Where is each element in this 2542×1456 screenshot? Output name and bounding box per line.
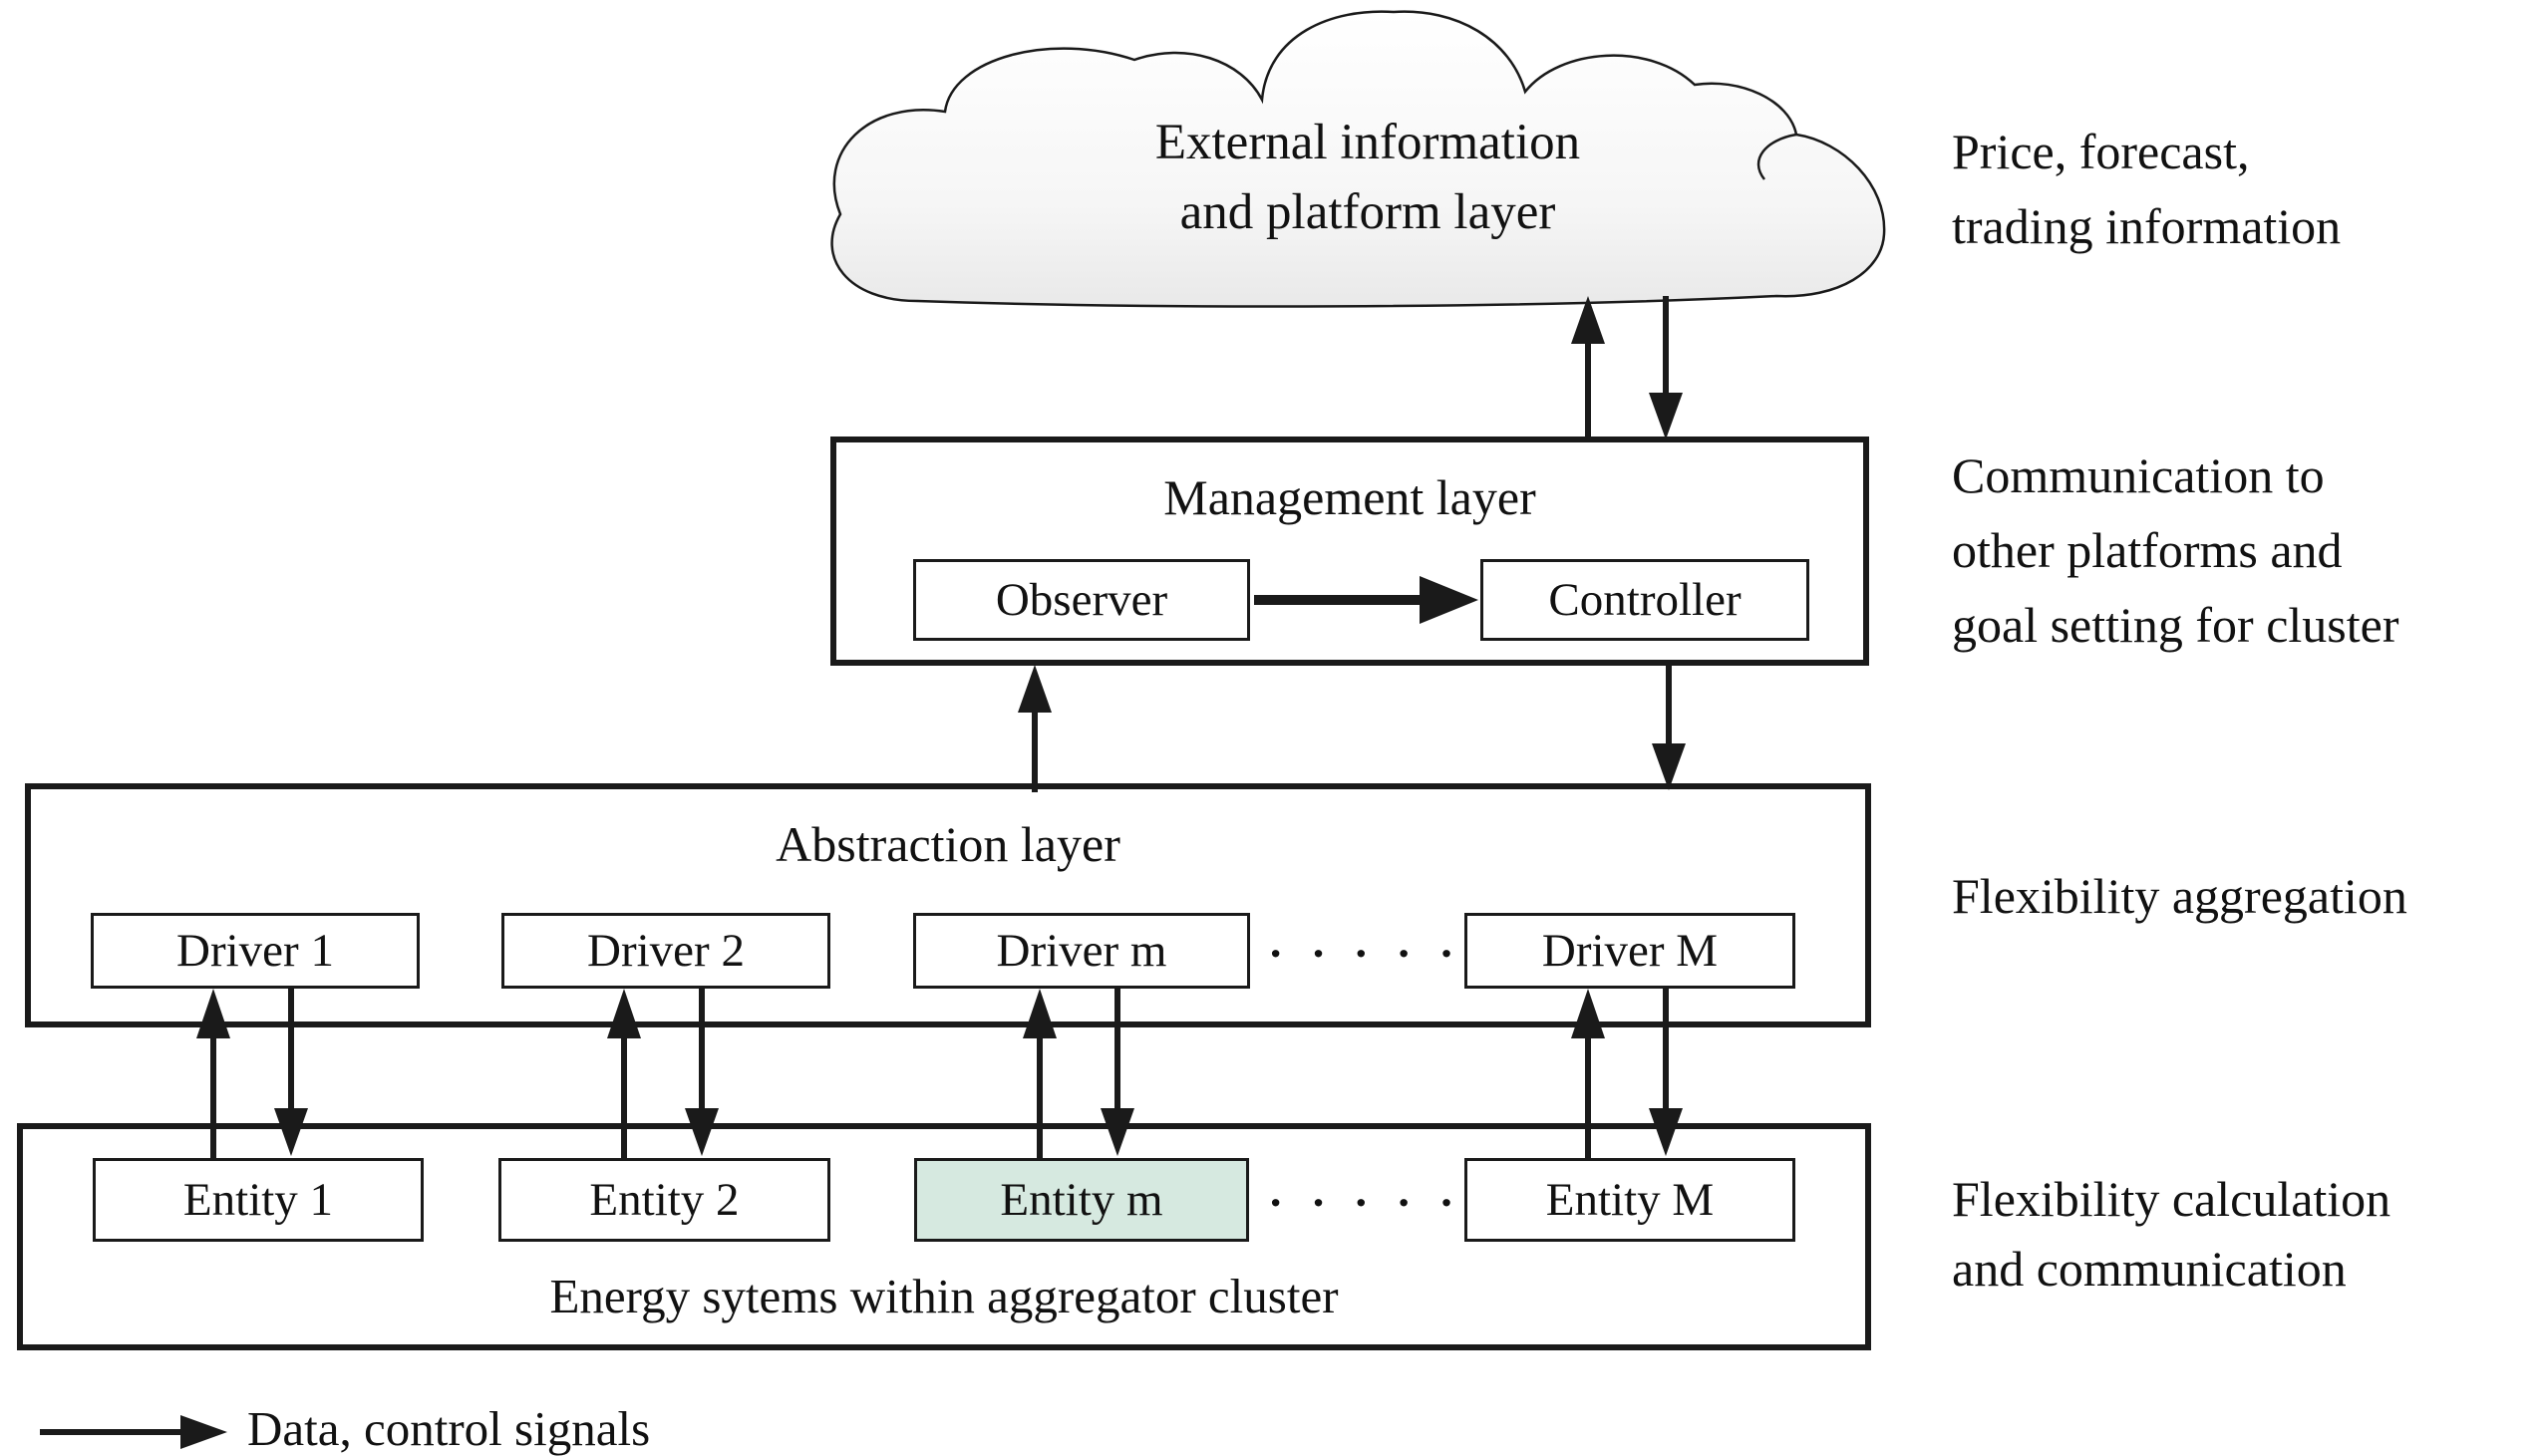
cloud-label-line1: External information	[1154, 115, 1581, 170]
entity-ellipsis: · · · · ·	[1268, 1177, 1462, 1228]
annotation-cloud-line1: Price, forecast,	[1952, 124, 2250, 179]
driver-m-label: Driver m	[996, 925, 1167, 977]
entity-1-box: Entity 1	[93, 1158, 424, 1242]
driver-m-box: Driver m	[913, 913, 1250, 989]
observer-label: Observer	[995, 574, 1168, 626]
controller-box: Controller	[1480, 559, 1809, 641]
entity-2-box: Entity 2	[498, 1158, 830, 1242]
entity-m-box: Entity m	[914, 1158, 1249, 1242]
entity-M-box: Entity M	[1464, 1158, 1795, 1242]
management-layer-title: Management layer	[1163, 469, 1536, 525]
legend-label: Data, control signals	[247, 1401, 651, 1456]
entity-1-label: Entity 1	[182, 1174, 334, 1226]
annotation-management-line2: other platforms and	[1952, 522, 2343, 578]
entity-m-label: Entity m	[1000, 1174, 1163, 1226]
entity-M-label: Entity M	[1545, 1174, 1715, 1226]
driver-M-box: Driver M	[1464, 913, 1795, 989]
driver-1-label: Driver 1	[176, 925, 334, 977]
controller-label: Controller	[1548, 574, 1742, 626]
annotation-cloud-line2: trading information	[1952, 198, 2342, 254]
energy-layer-box	[17, 1123, 1871, 1350]
annotation-management-line1: Communication to	[1952, 447, 2325, 503]
driver-2-label: Driver 2	[587, 925, 745, 977]
driver-ellipsis: · · · · ·	[1268, 928, 1462, 979]
annotation-management: Communication to other platforms and goa…	[1952, 438, 2399, 663]
cloud-label: External information and platform layer	[1019, 108, 1717, 247]
annotation-energy-line1: Flexibility calculation	[1952, 1171, 2391, 1227]
observer-box: Observer	[913, 559, 1250, 641]
annotation-abstraction: Flexibility aggregation	[1952, 868, 2407, 924]
driver-1-box: Driver 1	[91, 913, 420, 989]
cloud-label-line2: and platform layer	[1179, 184, 1556, 240]
driver-M-label: Driver M	[1541, 925, 1719, 977]
annotation-cloud: Price, forecast, trading information	[1952, 115, 2341, 264]
cloud-curl-detail	[1756, 133, 1797, 180]
annotation-energy: Flexibility calculation and communicatio…	[1952, 1164, 2390, 1304]
driver-2-box: Driver 2	[501, 913, 830, 989]
cloud-outline	[830, 10, 1886, 308]
abstraction-layer-box	[25, 783, 1871, 1027]
management-layer-box	[830, 437, 1869, 666]
entity-2-label: Entity 2	[589, 1174, 740, 1226]
energy-layer-caption: Energy sytems within aggregator cluster	[549, 1269, 1339, 1323]
annotation-energy-line2: and communication	[1952, 1241, 2347, 1297]
abstraction-layer-title: Abstraction layer	[776, 816, 1120, 872]
annotation-management-line3: goal setting for cluster	[1952, 597, 2399, 653]
